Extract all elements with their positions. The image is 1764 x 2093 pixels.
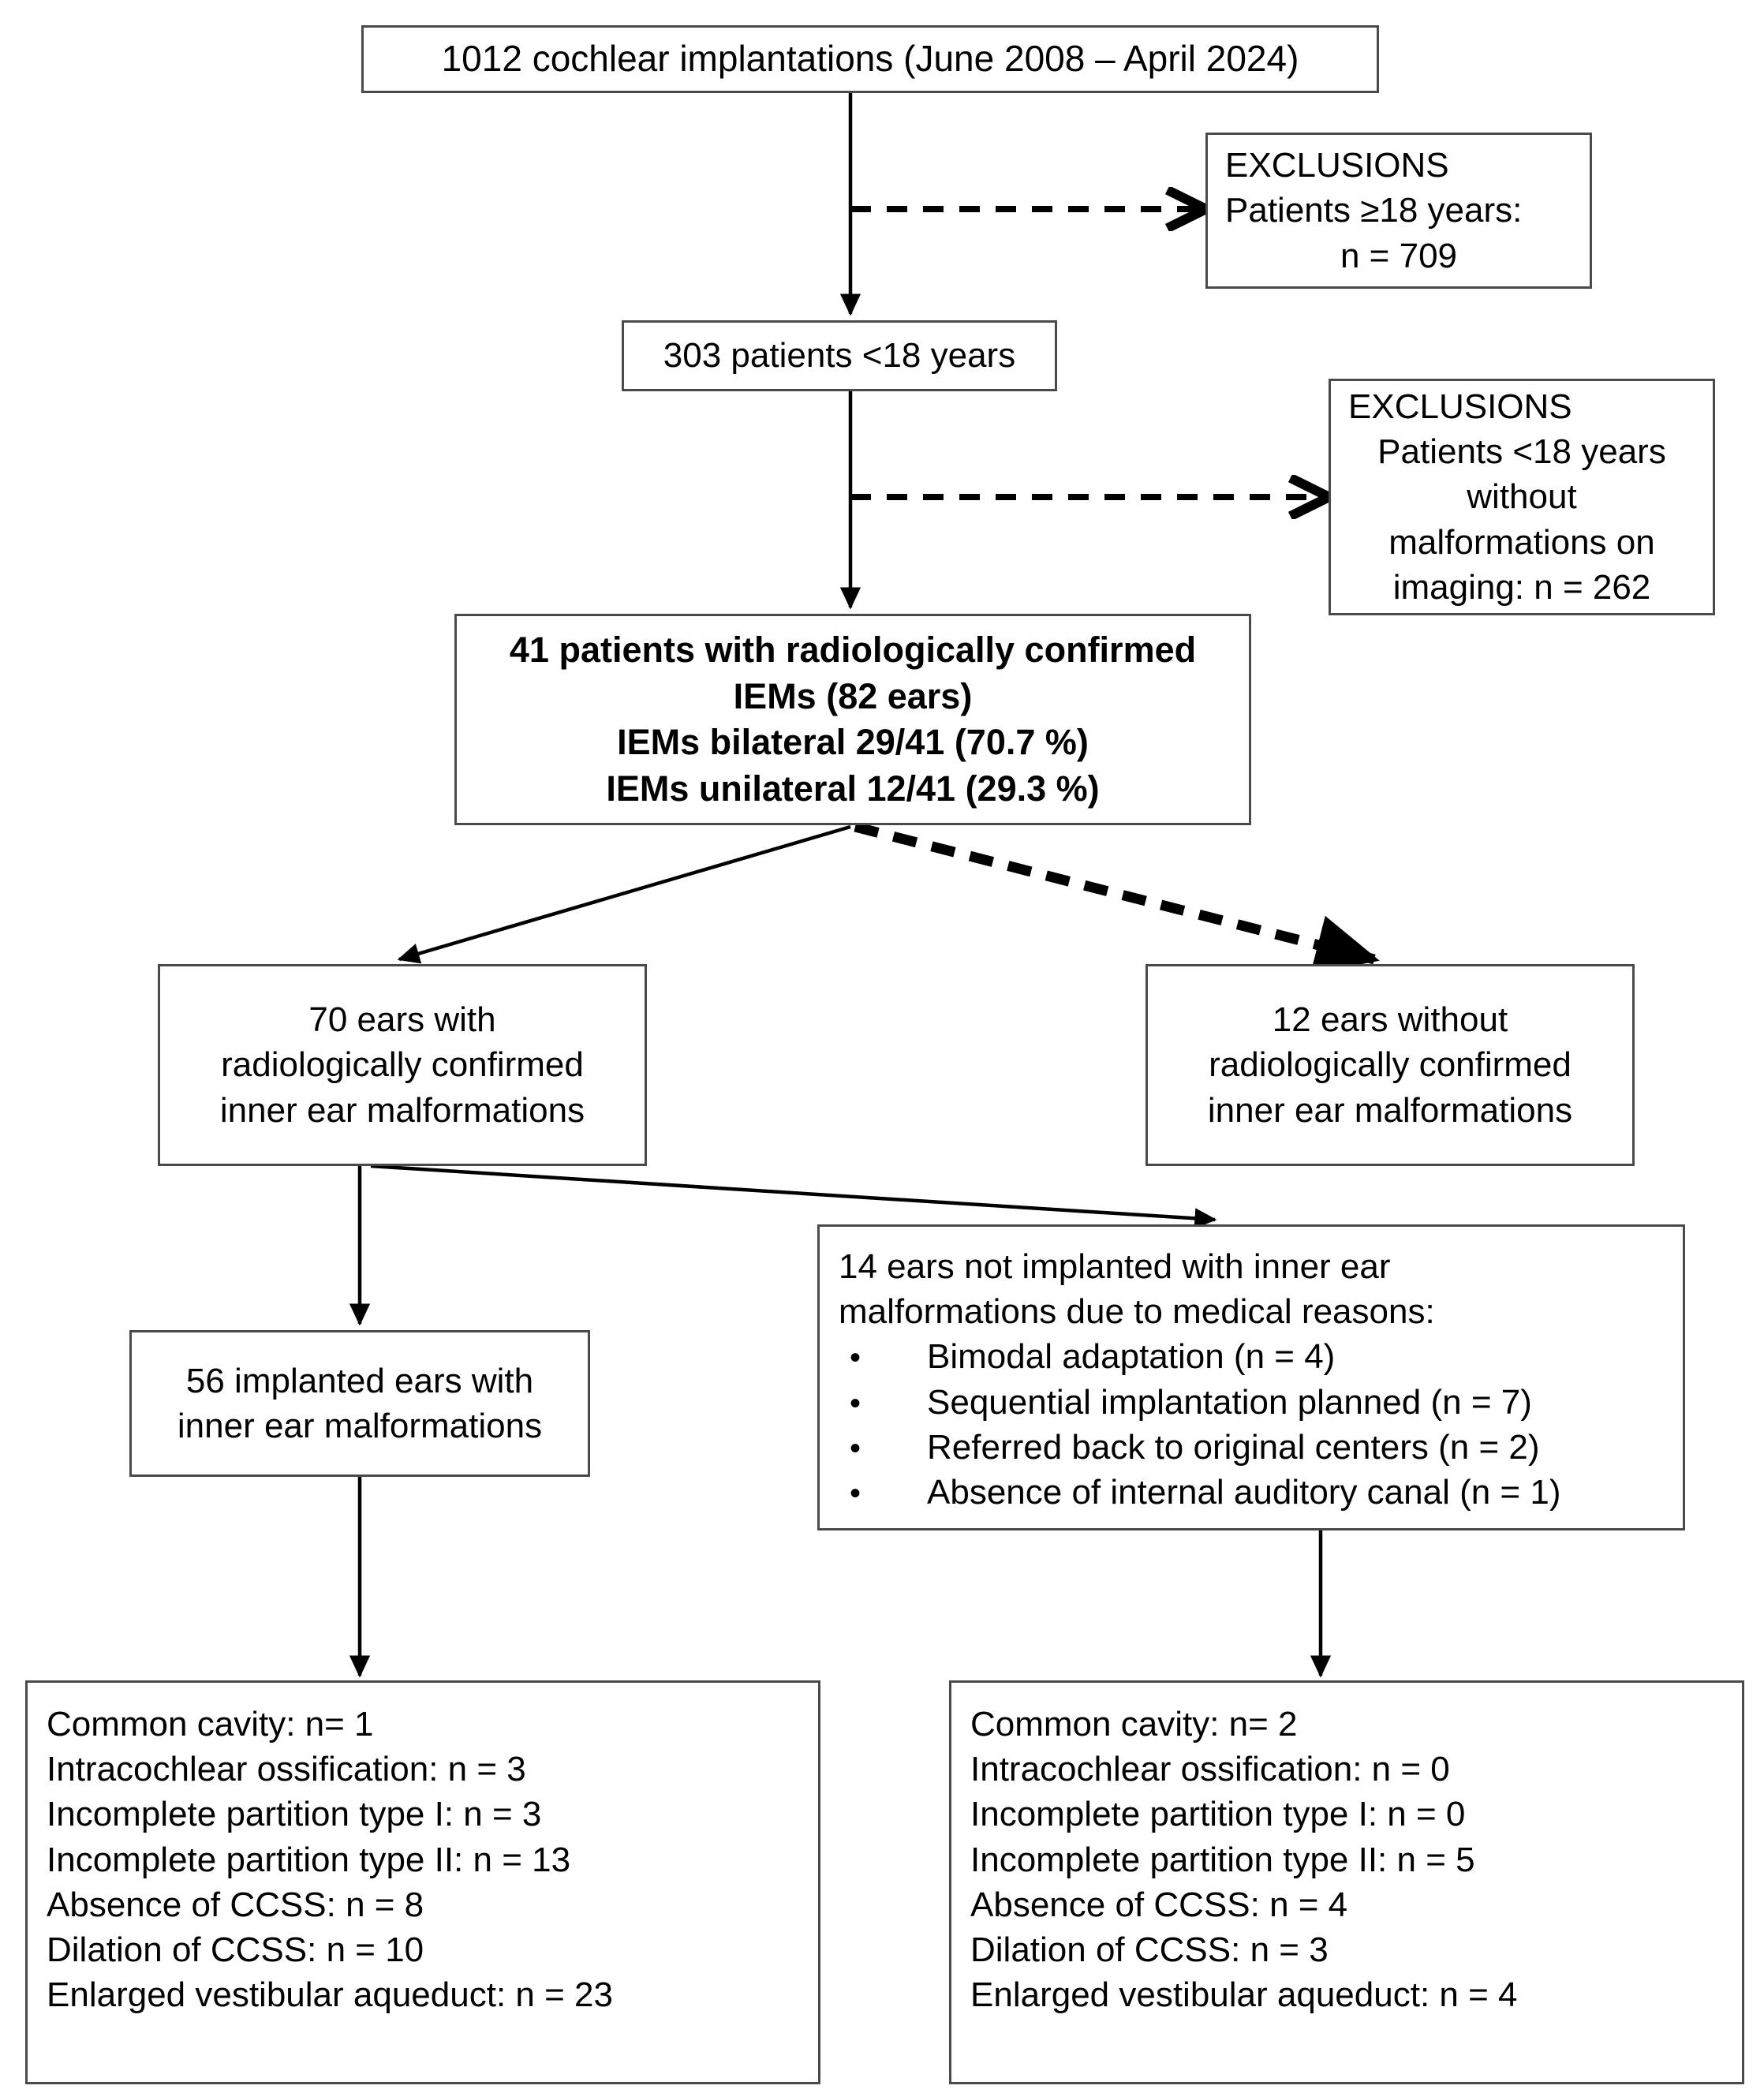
connector-iem-to-70ears (397, 824, 851, 964)
box-ears-without-iem-line-3: inner ear malformations (1207, 1090, 1573, 1130)
box-ears-without-iem: 12 ears without radiologically confirmed… (1145, 964, 1635, 1166)
box-confirmed-iems-line-2: IEMs (82 ears) (733, 675, 973, 716)
connector-70ears-to-notimplanted (370, 1164, 1217, 1229)
box-not-implanted-reasons: 14 ears not implanted with inner ear mal… (817, 1224, 1685, 1531)
not-implanted-reason-list: • Bimodal adaptation (n = 4) • Sequentia… (839, 1334, 1664, 1515)
box-exclusions-adults-line-1: EXCLUSIONS (1225, 146, 1449, 185)
list-item: • Referred back to original centers (n =… (839, 1425, 1664, 1470)
box-detail-not-implanted-line-6: Dilation of CCSS: n = 3 (970, 1930, 1329, 1969)
box-implanted-ears-line-2: inner ear malformations (177, 1407, 543, 1445)
box-total-implantations: 1012 cochlear implantations (June 2008 –… (361, 25, 1379, 93)
box-detail-not-implanted-line-2: Intracochlear ossification: n = 0 (970, 1750, 1450, 1789)
connector-iem-to-12ears (854, 821, 1380, 974)
box-not-implanted-heading-line-1: 14 ears not implanted with inner ear (839, 1247, 1391, 1286)
box-exclusions-no-malformation-line-4: malformations on (1388, 522, 1655, 562)
list-item: • Bimodal adaptation (n = 4) (839, 1334, 1664, 1379)
box-detail-implanted-line-7: Enlarged vestibular aqueduct: n = 23 (47, 1975, 613, 2015)
bullet-dot-icon: • (850, 1430, 861, 1466)
box-detail-implanted-line-6: Dilation of CCSS: n = 10 (47, 1930, 424, 1969)
box-exclusions-adults-line-3: n = 709 (1340, 236, 1458, 275)
box-exclusions-no-malformation-line-3: without (1467, 477, 1577, 517)
bullet-dot-icon: • (850, 1385, 861, 1421)
box-ears-without-iem-line-1: 12 ears without (1272, 1000, 1508, 1040)
box-detail-not-implanted-line-4: Incomplete partition type II: n = 5 (970, 1840, 1475, 1879)
box-detail-not-implanted-line-1: Common cavity: n= 2 (970, 1705, 1298, 1744)
box-confirmed-iems-line-1: 41 patients with radiologically confirme… (509, 630, 1197, 670)
box-patients-under-18: 303 patients <18 years (622, 320, 1057, 391)
list-item-label: Sequential implantation planned (n = 7) (927, 1382, 1532, 1422)
box-ears-with-iem-line-1: 70 ears with (308, 1000, 496, 1040)
box-detail-implanted-line-4: Incomplete partition type II: n = 13 (47, 1840, 571, 1879)
box-ears-with-iem-line-3: inner ear malformations (219, 1090, 585, 1130)
box-detail-implanted-line-5: Absence of CCSS: n = 8 (47, 1885, 424, 1924)
box-exclusions-no-malformation-line-2: Patients <18 years (1377, 432, 1666, 472)
box-implanted-ears-line-1: 56 implanted ears with (185, 1361, 534, 1400)
box-confirmed-iems-line-3: IEMs bilateral 29/41 (70.7 %) (617, 722, 1089, 762)
box-implanted-ears: 56 implanted ears with inner ear malform… (129, 1330, 590, 1477)
box-detail-not-implanted: Common cavity: n= 2 Intracochlear ossifi… (949, 1680, 1744, 2084)
box-confirmed-iems-line-4: IEMs unilateral 12/41 (29.3 %) (606, 768, 1100, 809)
box-exclusions-adults: EXCLUSIONS Patients ≥18 years: n = 709 (1205, 133, 1592, 289)
box-ears-without-iem-line-2: radiologically confirmed (1209, 1045, 1572, 1085)
list-item-label: Bimodal adaptation (n = 4) (927, 1337, 1336, 1377)
box-total-implantations-line-1: 1012 cochlear implantations (June 2008 –… (441, 38, 1299, 80)
box-exclusions-adults-line-2: Patients ≥18 years: (1225, 191, 1523, 230)
box-exclusions-no-malformation-line-5: imaging: n = 262 (1392, 567, 1651, 607)
box-detail-not-implanted-line-7: Enlarged vestibular aqueduct: n = 4 (970, 1975, 1518, 2015)
list-item-label: Absence of internal auditory canal (n = … (927, 1472, 1561, 1512)
box-exclusions-no-malformation-line-1: EXCLUSIONS (1348, 387, 1572, 427)
box-confirmed-iems: 41 patients with radiologically confirme… (454, 614, 1251, 825)
bullet-dot-icon: • (850, 1340, 861, 1376)
list-item: • Sequential implantation planned (n = 7… (839, 1380, 1664, 1425)
box-detail-not-implanted-line-3: Incomplete partition type I: n = 0 (970, 1795, 1466, 1834)
list-item: • Absence of internal auditory canal (n … (839, 1470, 1664, 1515)
list-item-label: Referred back to original centers (n = 2… (927, 1427, 1540, 1467)
box-detail-implanted-line-3: Incomplete partition type I: n = 3 (47, 1795, 542, 1834)
bullet-dot-icon: • (850, 1475, 861, 1511)
box-detail-implanted: Common cavity: n= 1 Intracochlear ossifi… (25, 1680, 820, 2084)
box-detail-implanted-line-1: Common cavity: n= 1 (47, 1705, 374, 1744)
box-patients-under-18-line-1: 303 patients <18 years (663, 336, 1016, 376)
box-detail-implanted-line-2: Intracochlear ossification: n = 3 (47, 1750, 526, 1789)
box-ears-with-iem: 70 ears with radiologically confirmed in… (158, 964, 647, 1166)
box-detail-not-implanted-line-5: Absence of CCSS: n = 4 (970, 1885, 1348, 1924)
box-ears-with-iem-line-2: radiologically confirmed (221, 1045, 584, 1085)
box-not-implanted-heading-line-2: malformations due to medical reasons: (839, 1292, 1435, 1332)
box-exclusions-no-malformation: EXCLUSIONS Patients <18 years without ma… (1329, 379, 1715, 615)
